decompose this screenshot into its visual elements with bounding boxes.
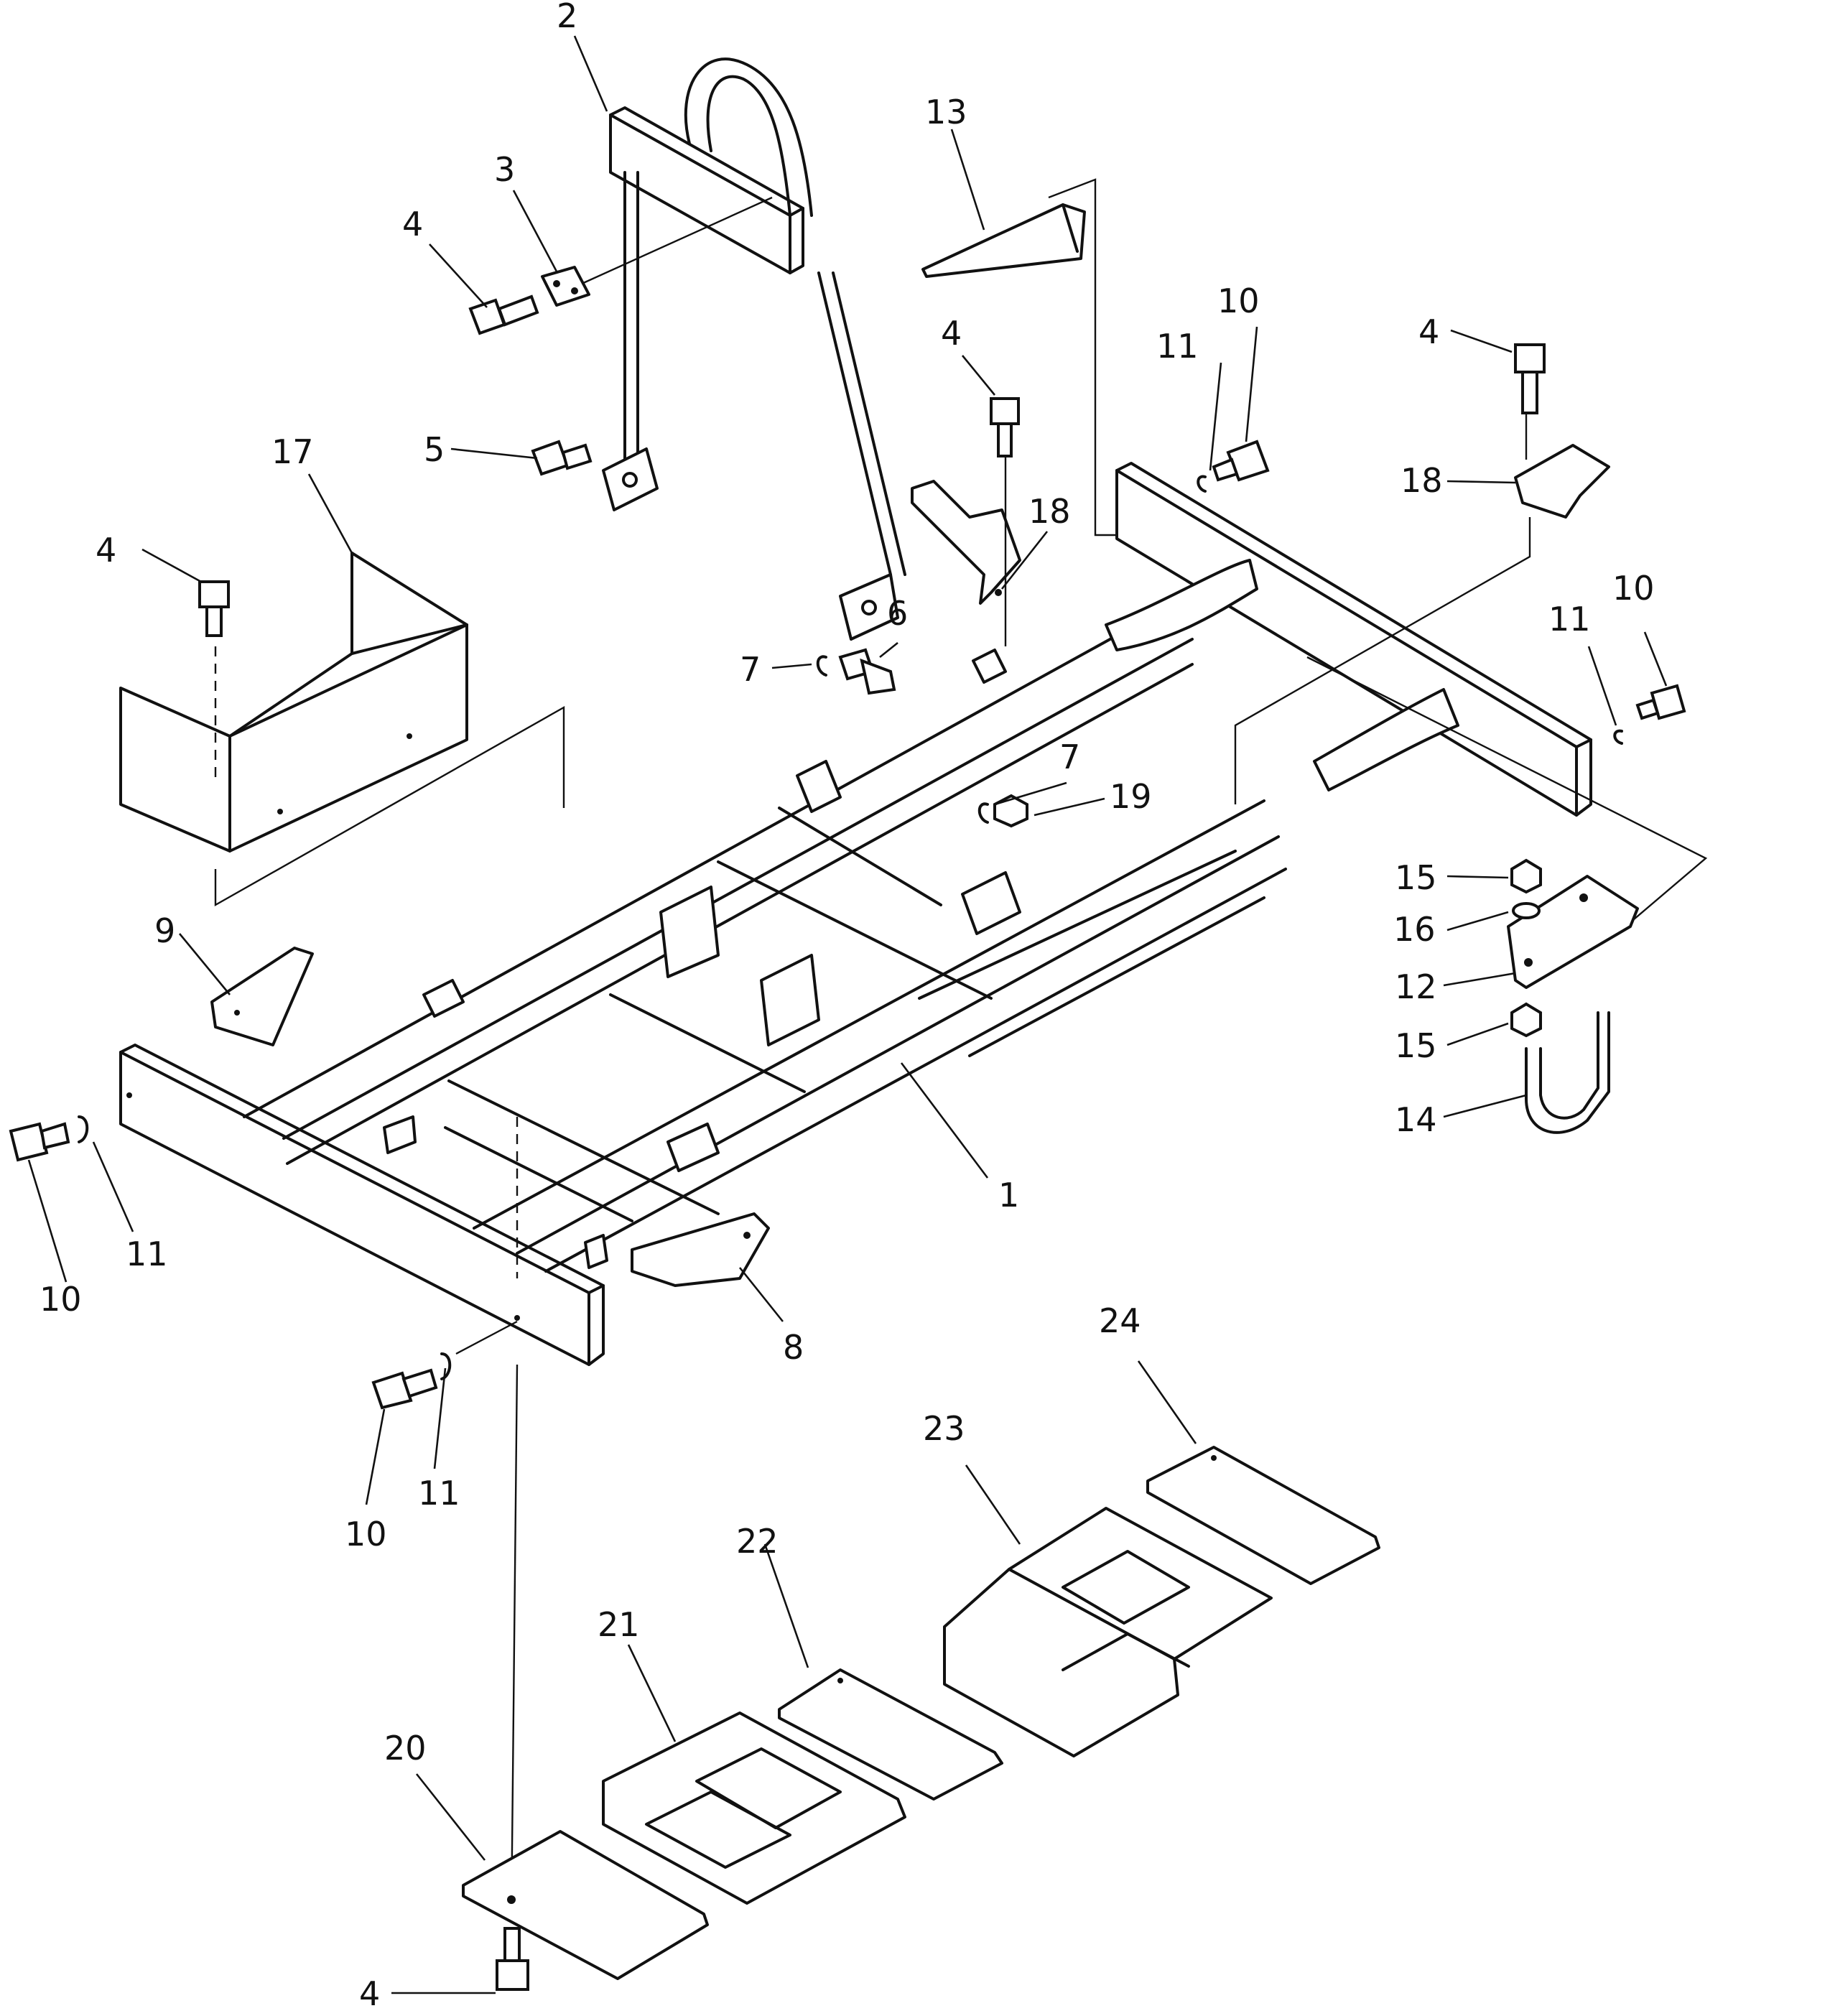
callout-15: 15 — [1395, 858, 1437, 897]
bolt-10-top — [1197, 440, 1270, 493]
part-12-bracket — [1306, 656, 1708, 989]
callout-24: 24 — [1099, 1301, 1141, 1340]
bolt-10-front — [371, 1320, 518, 1410]
nut-15-lower — [1510, 1002, 1542, 1038]
nut-19-washer-7 — [977, 794, 1028, 828]
callout-2: 2 — [557, 0, 577, 35]
callout-17: 17 — [271, 432, 314, 471]
part-17-cover — [119, 552, 565, 907]
part-14-u-bolt — [1525, 1011, 1610, 1134]
callout-1: 1 — [998, 1176, 1019, 1214]
part-24-plate — [1146, 1446, 1380, 1585]
callout-8: 8 — [783, 1328, 804, 1367]
callout-4: 4 — [402, 205, 423, 243]
part-21-tray — [602, 1711, 906, 1905]
bolt-4-right — [1514, 343, 1546, 414]
callout-6: 6 — [887, 594, 908, 633]
bolt-10-left — [9, 1115, 89, 1162]
bolt-4-cover — [198, 580, 230, 637]
part-3-plate — [541, 196, 773, 307]
callout-14: 14 — [1395, 1100, 1437, 1139]
part-20-plate — [462, 1830, 709, 1980]
callout-labels: 2 13 3 4 10 11 4 4 5 17 18 18 4 10 11 7 … — [40, 0, 1655, 2013]
callout-19: 19 — [1110, 777, 1152, 816]
assembly-line-lower — [510, 1364, 519, 1918]
callout-5: 5 — [424, 430, 445, 469]
nut-15-upper — [1510, 858, 1542, 894]
part-2-rear-guard — [602, 57, 906, 641]
part-9-bracket — [210, 947, 314, 1046]
callout-4: 4 — [1418, 312, 1439, 351]
part-8-bracket — [631, 1212, 770, 1287]
callout-15: 15 — [1395, 1026, 1437, 1065]
callout-10: 10 — [345, 1515, 387, 1553]
part-22-plate — [778, 1668, 1003, 1801]
part-23-tray — [943, 1507, 1273, 1757]
callout-4: 4 — [96, 531, 116, 570]
callout-20: 20 — [384, 1729, 427, 1768]
callout-21: 21 — [598, 1605, 640, 1644]
callout-7: 7 — [1059, 738, 1080, 776]
callout-11: 11 — [1156, 327, 1199, 366]
callout-18: 18 — [1401, 461, 1443, 500]
callout-22: 22 — [736, 1522, 779, 1561]
callout-11: 11 — [1548, 600, 1591, 638]
part-1-main-frame — [119, 462, 1592, 1366]
callout-16: 16 — [1393, 910, 1436, 949]
part-18-bracket-right — [1234, 395, 1610, 804]
callout-4: 4 — [941, 314, 962, 353]
washer-16 — [1512, 902, 1541, 919]
part-18-bracket-center — [911, 402, 1021, 684]
callout-23: 23 — [923, 1409, 965, 1448]
callout-18: 18 — [1028, 492, 1071, 531]
bolt-4-upper-left — [468, 294, 539, 335]
callout-7: 7 — [740, 650, 761, 689]
callout-13: 13 — [925, 93, 967, 131]
leader-lines — [27, 35, 1668, 1994]
callout-11: 11 — [418, 1474, 460, 1513]
bolt-4-center — [990, 397, 1020, 457]
bolt-6-washer-7 — [816, 648, 896, 695]
part-13-bracket — [921, 178, 1128, 536]
callout-10: 10 — [1612, 569, 1655, 608]
callout-11: 11 — [126, 1235, 168, 1273]
callout-9: 9 — [154, 911, 175, 950]
callout-10: 10 — [40, 1280, 82, 1319]
callout-4: 4 — [359, 1974, 380, 2013]
bolt-10-right — [1613, 684, 1686, 745]
callout-3: 3 — [494, 150, 515, 189]
bolt-5 — [531, 440, 593, 476]
callout-12: 12 — [1395, 967, 1437, 1006]
callout-10: 10 — [1217, 282, 1260, 320]
bolt-4-bottom — [496, 1927, 529, 1991]
